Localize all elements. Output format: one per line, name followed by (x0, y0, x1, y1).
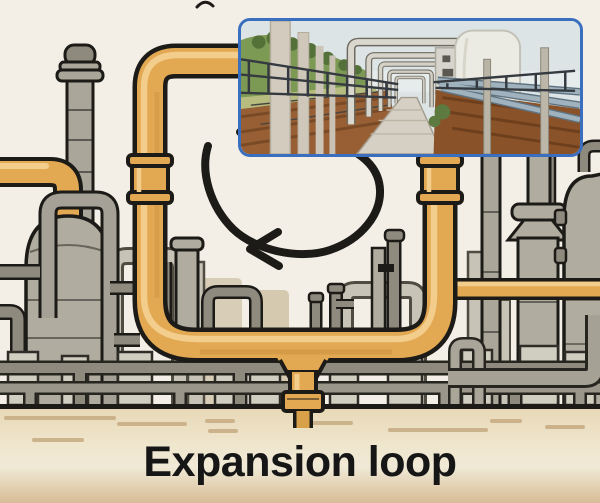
pipe-coupling-left (126, 153, 174, 205)
gray-u-loop (38, 190, 120, 405)
caption-title: Expansion loop (143, 438, 457, 486)
pipe-coupling-right (416, 153, 464, 205)
ground-dashes (4, 416, 585, 442)
pipe-branch-right (440, 278, 600, 300)
pipe-branch-left (0, 157, 83, 232)
inset-photo-graphic (241, 21, 580, 154)
inset-photo-pipeline-expansion-loops (238, 18, 583, 157)
pipe-down-stub (276, 356, 330, 428)
